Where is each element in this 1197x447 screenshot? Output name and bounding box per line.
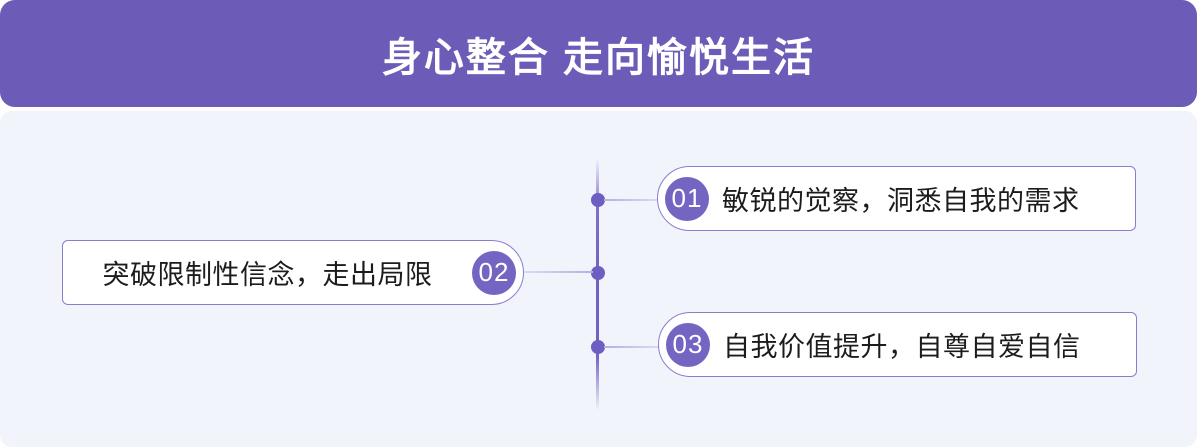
item-label-01: 敏锐的觉察，洞悉自我的需求: [722, 186, 1080, 216]
item-number-badge-03: 03: [666, 322, 710, 367]
header-banner: 身心整合 走向愉悦生活: [0, 0, 1197, 107]
content-panel: 01 敏锐的觉察，洞悉自我的需求 突破限制性信念，走出局限 02 03 自我价值…: [0, 111, 1197, 447]
connector-line-1: [604, 199, 659, 201]
timeline-node-dot-2: [591, 266, 605, 280]
timeline-node-dot-3: [591, 340, 605, 354]
item-number-badge-01: 01: [665, 176, 709, 221]
page-title: 身心整合 走向愉悦生活: [381, 35, 816, 80]
list-item-03: 03 自我价值提升，自尊自爱自信: [658, 312, 1137, 377]
item-number-03: 03: [672, 329, 704, 359]
timeline-vertical-line: [596, 158, 599, 411]
item-number-01: 01: [671, 183, 703, 213]
item-number-badge-02: 02: [472, 250, 516, 295]
item-number-02: 02: [478, 257, 510, 287]
item-label-03: 自我价值提升，自尊自爱自信: [723, 332, 1081, 362]
timeline-node-dot-1: [591, 193, 605, 207]
list-item-02: 突破限制性信念，走出局限 02: [62, 240, 524, 305]
item-label-02: 突破限制性信念，走出局限: [102, 260, 433, 290]
connector-line-2: [523, 271, 593, 273]
connector-line-3: [604, 346, 660, 348]
list-item-01: 01 敏锐的觉察，洞悉自我的需求: [657, 166, 1136, 231]
